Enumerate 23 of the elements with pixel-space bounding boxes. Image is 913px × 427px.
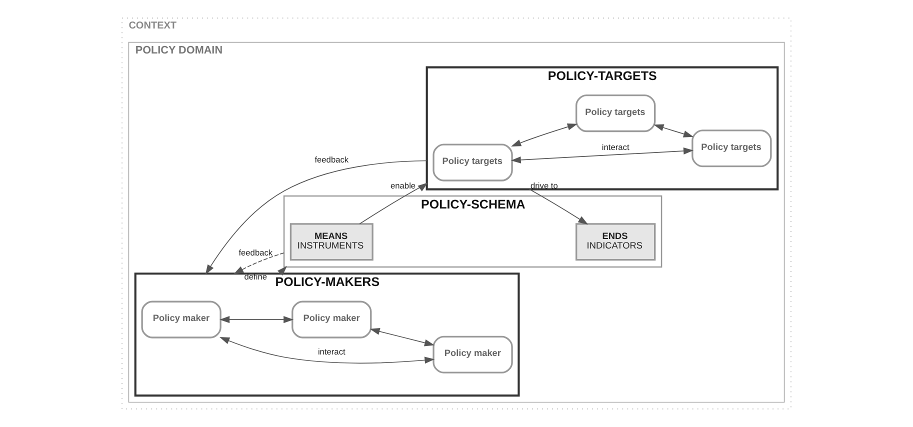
node-box: Policy targets: [692, 130, 772, 168]
node-box: MEANS INSTRUMENTS: [290, 223, 374, 261]
node-box: Policy targets: [576, 94, 656, 132]
edge-label: feedback: [314, 154, 349, 165]
edge-label: interact: [602, 142, 630, 152]
arrow: [654, 124, 694, 138]
arrow: [359, 182, 428, 224]
node-box: Policy maker: [141, 300, 222, 338]
arrow: [220, 336, 435, 364]
arrow: [529, 188, 588, 225]
node-box: Policy targets: [432, 144, 513, 182]
edge-label: interact: [318, 346, 346, 357]
node-box: Policy maker: [292, 300, 372, 338]
edge-label: enable: [390, 180, 416, 190]
node-box: ENDS INDICATORS: [576, 223, 656, 261]
node-box: Policy maker: [432, 336, 513, 374]
edge-label: feedback: [238, 247, 273, 258]
arrow: [511, 123, 578, 147]
edge-label: drive to: [530, 180, 558, 190]
arrow: [220, 316, 294, 324]
arrow: [370, 328, 435, 346]
arrow: [510, 147, 694, 164]
edge-label: define: [244, 271, 268, 282]
